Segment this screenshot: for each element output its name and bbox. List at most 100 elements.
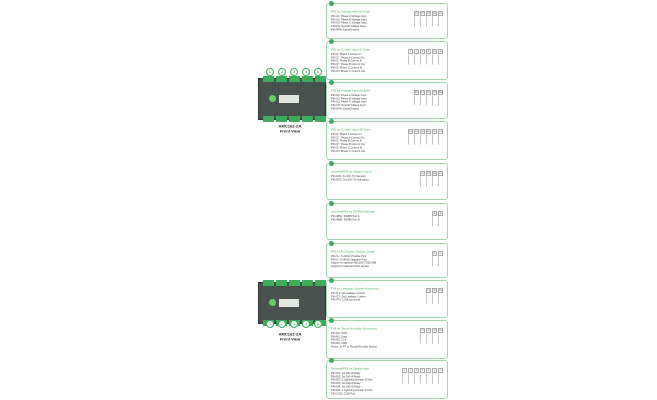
pin-item: PIN-U2: Phase B Voltage Input: [331, 97, 367, 100]
pin-terminal: 12: [408, 129, 413, 134]
pin-terminal: T1: [426, 288, 431, 293]
pin-terminal: 10: [432, 49, 437, 54]
pin-terminal: 11: [438, 49, 443, 54]
device-view: Front View: [279, 129, 301, 134]
pin-terminal: 8: [420, 49, 425, 54]
callout-number: 2: [278, 68, 286, 76]
wire-line: [414, 16, 419, 27]
callout-number: 3: [290, 68, 298, 76]
pin-terminal: 5: [426, 368, 431, 373]
wire-line: [408, 373, 413, 384]
wire-line: [402, 373, 407, 384]
pin-item: PIN-DI1: 1st DI/1-8 Relay: [331, 371, 361, 375]
pin-item: PIN-V-: 5-24Vdc Negative Pole: [331, 258, 367, 261]
wire-line: [414, 134, 419, 145]
pin-terminal: T3: [432, 328, 437, 333]
pin-terminal: P8: [426, 90, 431, 95]
pin-panel: PIN for Voltage Input (B Side)PIN-U1: Ph…: [326, 80, 448, 119]
pin-item: PIN-V+: 5-24Vdc Positive Pole: [331, 254, 367, 258]
pin-item: PIN-DI2: 1st DI/1-8 Relay: [331, 375, 361, 378]
pin-terminal: D1: [420, 171, 425, 176]
terminal-block: [289, 116, 300, 122]
wire-line: [420, 176, 425, 187]
wire-line: [420, 373, 425, 384]
pin-terminal: P5: [438, 11, 443, 16]
pin-terminal: T1: [420, 328, 425, 333]
pin-item: Probe: 1x PT or Temp&Humidity Sensor: [331, 345, 377, 349]
wire-line: [426, 373, 431, 384]
pin-terminal: 4: [420, 368, 425, 373]
panel-title: Terminal/PIN for RS485 Interface: [331, 209, 376, 214]
panel-badge-icon: [329, 1, 334, 6]
panel-title: Terminal/PIN for Digital Input: [331, 366, 370, 371]
pin-terminal: P10: [438, 90, 443, 95]
terminal-block: [315, 76, 326, 82]
pin-item: PIN-I3: Phase C Current In: [331, 66, 363, 70]
pin-item: PIN-NPN: Earth/Ground: [331, 28, 359, 32]
pin-item: Supply for optional AMC16Z-TOEC80B: [331, 261, 376, 265]
terminal-block: [289, 280, 300, 286]
wire-line: [426, 333, 431, 344]
pin-item: PIN-DI6: 2 Lightning Arrester DI Alm: [331, 388, 373, 392]
wire-line: [432, 54, 437, 65]
pin-terminal: 6: [432, 368, 437, 373]
callout-number: 1: [266, 320, 274, 328]
panel-title: PIN for DC Power Source Output: [331, 249, 376, 254]
pin-terminal: V-: [438, 251, 443, 256]
wire-line: [420, 54, 425, 65]
device-view: Front View: [279, 337, 301, 342]
pin-item: PIN-ITN: COM (common): [331, 298, 361, 302]
pin-terminal: D3: [432, 171, 437, 176]
wire-line: [408, 54, 413, 65]
pin-item: PIN-U3: Phase C Voltage Input: [331, 100, 367, 104]
pin-item: PIN-485A: RS485 Port A: [331, 214, 360, 218]
callout-number: 4: [302, 68, 310, 76]
pin-item: PIN-UN: Neutral Voltage Input: [331, 24, 366, 28]
pin-item: PIN-NC: CLK: [331, 338, 347, 342]
terminal-block: [276, 116, 287, 122]
pin-item: PIN-DI5: 1st DI/1-8 Relay: [331, 385, 361, 389]
panel-badge-icon: [329, 161, 334, 166]
pin-item: PIN-I3*: Phase C Current Out: [331, 69, 366, 73]
wire-line: [420, 95, 425, 106]
wire-line: [426, 134, 431, 145]
pin-terminal: 17: [438, 129, 443, 134]
panel-title: PIN for Current Input (A Side): [331, 47, 371, 52]
callout-number: 5: [314, 320, 322, 328]
pin-terminal: D4: [438, 171, 443, 176]
wire-line: [426, 176, 431, 187]
pin-terminal: T4: [438, 328, 443, 333]
panel-title: PIN for Voltage Input (A Side): [331, 9, 371, 14]
callout-number: 1: [266, 68, 274, 76]
wire-line: [438, 54, 443, 65]
terminal-block: [289, 76, 300, 82]
pin-terminal: 15: [426, 129, 431, 134]
pin-item: PIN-485B: RS485 Port B: [331, 218, 360, 221]
panel-badge-icon: [329, 80, 334, 85]
pin-panel: PIN for Voltage Input (A Side)PIN-U1: Ph…: [326, 1, 448, 39]
pin-item: PIN-COM: COM Port: [331, 392, 356, 395]
wire-line: [420, 333, 425, 344]
pin-terminal: 6: [408, 49, 413, 54]
device-model: AMC16Z-ZA: [278, 124, 302, 129]
status-led: [269, 299, 276, 306]
pin-terminal: P4: [432, 11, 437, 16]
panel-title: PIN for Temp./Humidity Monitoring: [331, 326, 377, 331]
wire-line: [432, 216, 437, 227]
panel-title: Terminal/PIN for Digital Output: [331, 169, 372, 174]
pin-item: PIN-I1: Phase A Current In: [331, 132, 362, 136]
wire-line: [438, 176, 443, 187]
panel-badge-icon: [329, 358, 334, 363]
panel-badge-icon: [329, 119, 334, 124]
terminal-block: [276, 76, 287, 82]
pin-item: PIN-NPN: Earth/Ground: [331, 107, 359, 111]
pin-item: PIN-DI4: 1st DI/1-8 Relay: [331, 381, 361, 385]
panel-badge-icon: [329, 241, 334, 246]
pin-terminal: P3: [426, 11, 431, 16]
pin-terminal: T2: [426, 328, 431, 333]
meter-device: [258, 280, 326, 326]
pin-item: PIN-I2*: Phase B Current Out: [331, 62, 365, 66]
device-model: AMC16Z-ZA: [278, 332, 302, 337]
